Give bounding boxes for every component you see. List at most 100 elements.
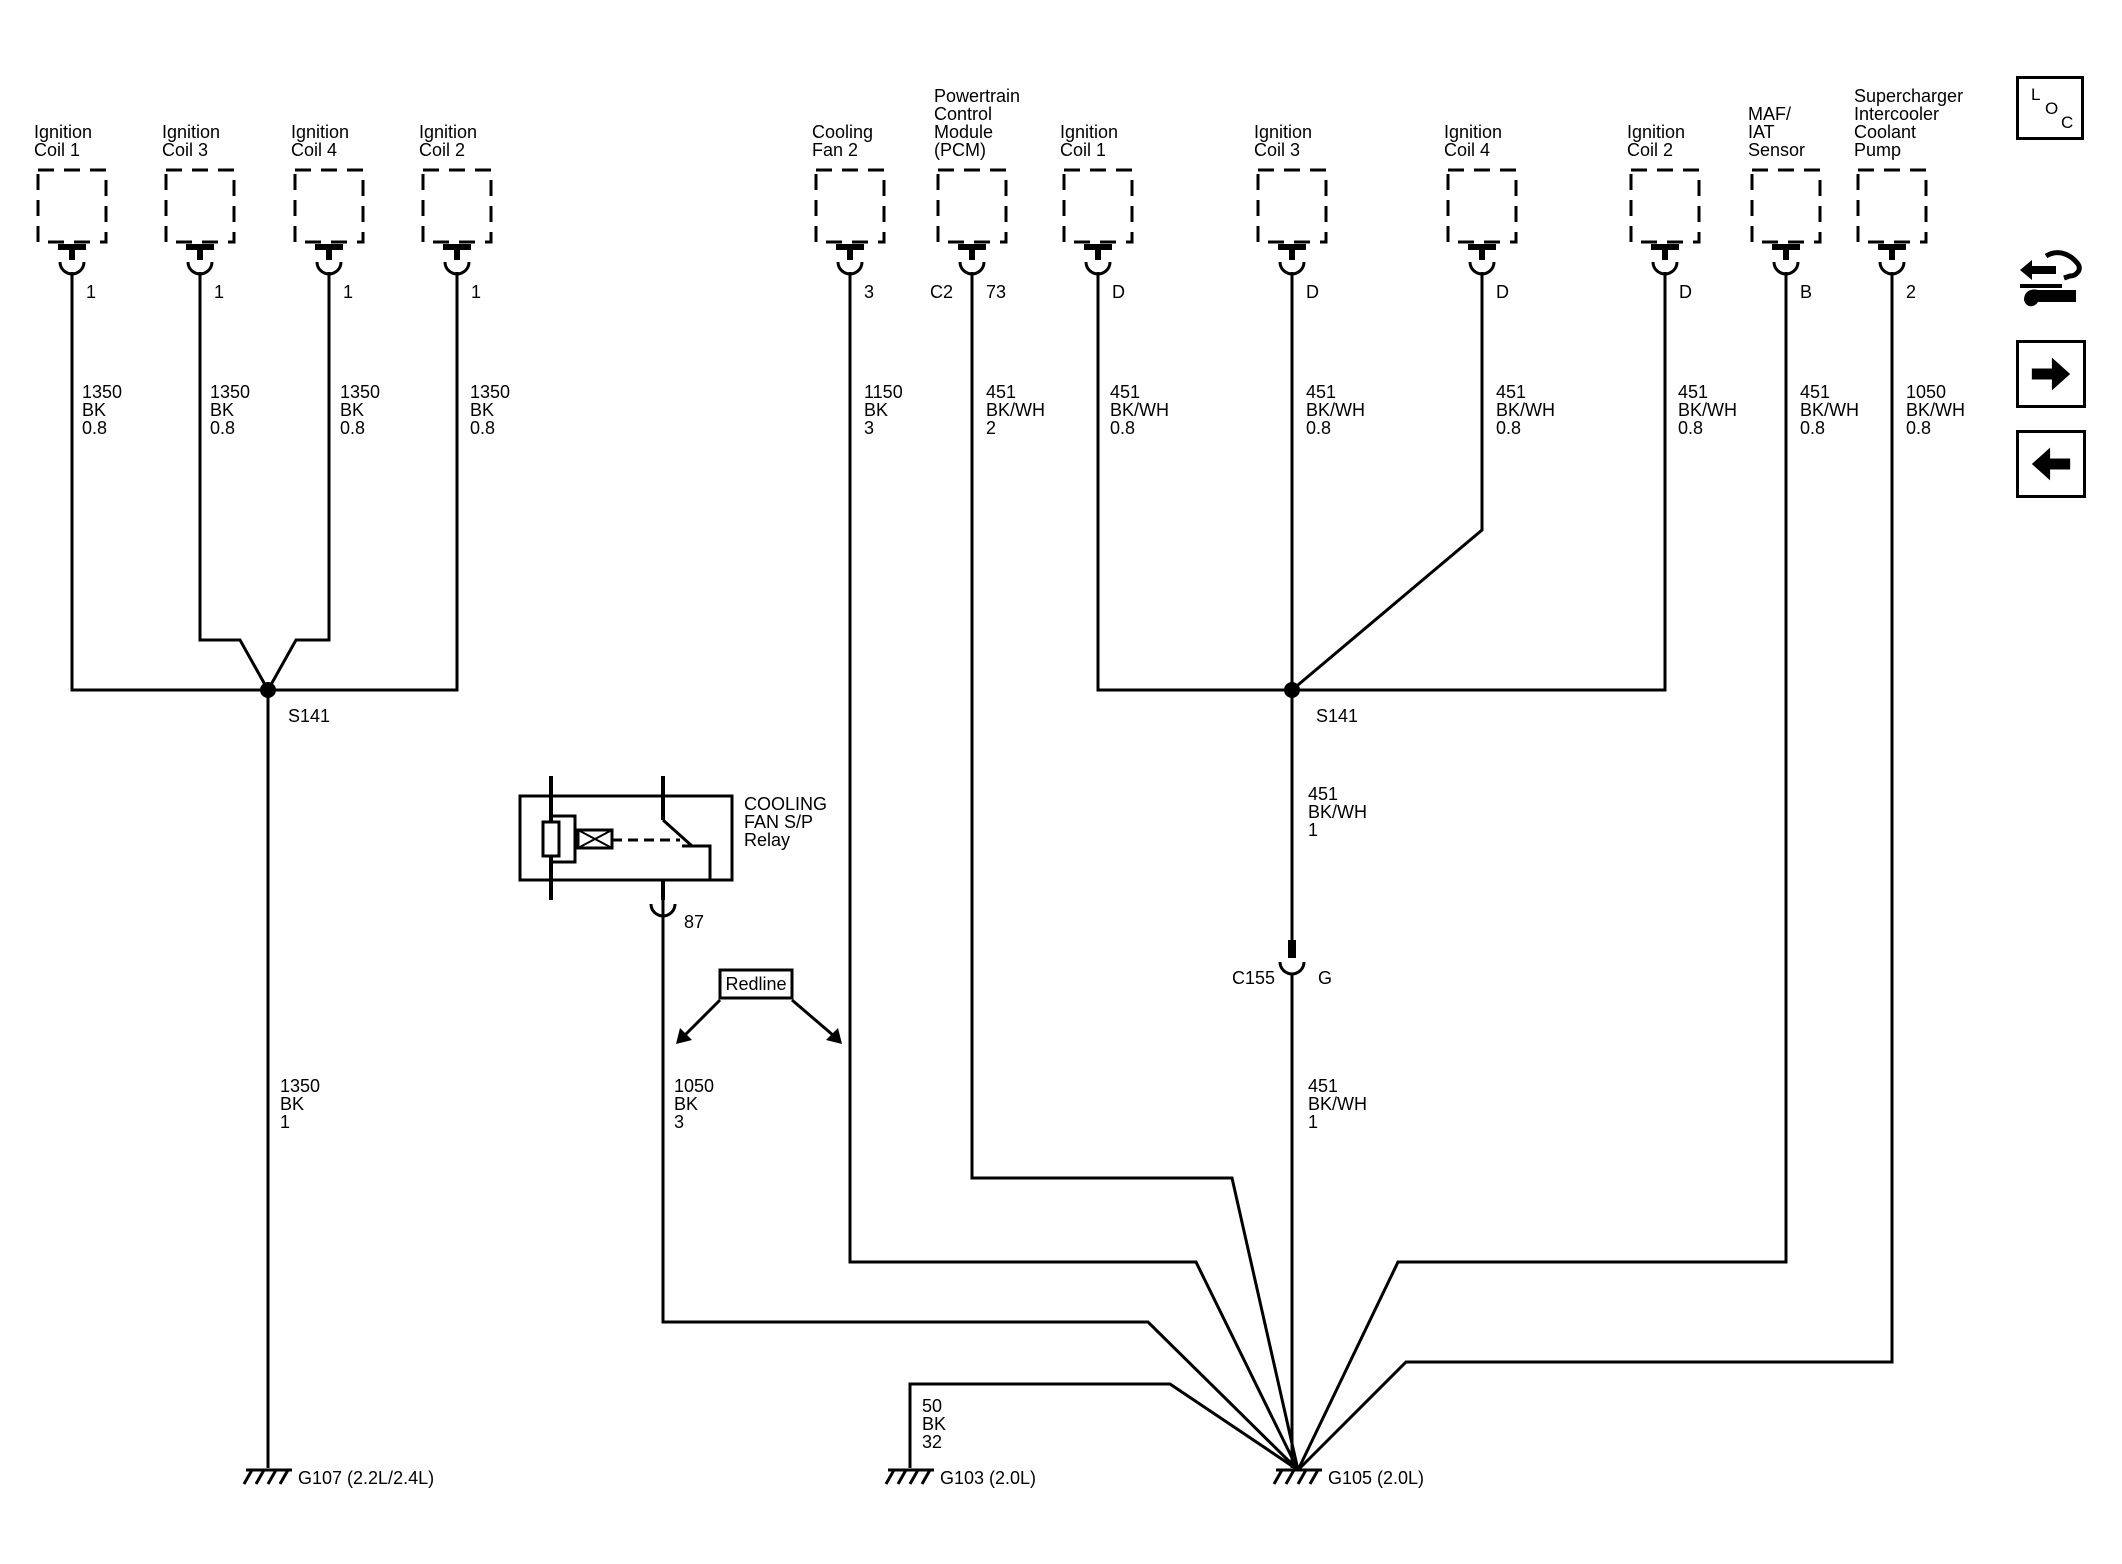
pcm-name-line-3: (PCM) — [934, 140, 986, 160]
left-ign3-name-line-1: Coil 3 — [162, 140, 208, 160]
w-maf-label-line-2: 0.8 — [1800, 418, 1825, 438]
left-ign1-box — [36, 168, 108, 244]
maf-iat-pin: B — [1800, 282, 1812, 302]
w-right-ign4-label-line-2: 0.8 — [1496, 418, 1521, 438]
maf-iat-name-line-0: MAF/ — [1748, 104, 1791, 124]
right-ign3-box — [1256, 168, 1328, 244]
maf-iat-name-line-1: IAT — [1748, 122, 1775, 142]
left-ign4-terminal-stem — [326, 244, 332, 260]
w-right-ign3-label-line-0: 451 — [1306, 382, 1336, 402]
next-button[interactable] — [2016, 340, 2086, 408]
w-g103-label-line-0: 50 — [922, 1396, 942, 1416]
w-right-ign3-label-line-2: 0.8 — [1306, 418, 1331, 438]
right-ign2-name-line-1: Coil 2 — [1627, 140, 1673, 160]
w-right-ign1-label-line-1: BK/WH — [1110, 400, 1169, 420]
left-ign2-name-line-0: Ignition — [419, 122, 477, 142]
left-ign1-connector-cup — [58, 261, 86, 276]
wire-fan2 — [848, 272, 1300, 1471]
right-ign4-pin: D — [1496, 282, 1509, 302]
w-left-ign4-label-line-1: BK — [340, 400, 364, 420]
right-ign3-terminal-stem — [1289, 244, 1295, 260]
relay-box — [518, 794, 734, 882]
redline-label: Redline — [725, 974, 786, 994]
left-ign3-connector-cup — [186, 261, 214, 276]
w-left-ign1-label-line-0: 1350 — [82, 382, 122, 402]
relay-coil-loop — [551, 814, 577, 864]
relay-resistor — [541, 820, 561, 858]
wiring-tool-icon[interactable] — [2016, 248, 2086, 328]
wire-right-ign4 — [1291, 272, 1484, 692]
sc-pump-connector-cup — [1878, 261, 1906, 276]
loc-letter-o: O — [2045, 99, 2059, 118]
left-ign2-box — [421, 168, 493, 244]
maf-iat-terminal-stem — [1783, 244, 1789, 260]
w-right-ign4-label-line-0: 451 — [1496, 382, 1526, 402]
right-ign2-name-line-0: Ignition — [1627, 122, 1685, 142]
relay-name-line-2: Relay — [744, 830, 790, 850]
pcm-connector: C2 — [930, 282, 953, 302]
w-left-ign1-label-line-1: BK — [82, 400, 106, 420]
w-s141-c155-label-line-2: 1 — [1308, 820, 1318, 840]
w-right-ign2-label-line-2: 0.8 — [1678, 418, 1703, 438]
right-ign2-box — [1629, 168, 1701, 244]
relay-cup — [649, 903, 677, 918]
w-g103-label-line-1: BK — [922, 1414, 946, 1434]
ground-g105-symbol-tick-2 — [1296, 1469, 1308, 1485]
ground-g103-symbol-tick-2 — [908, 1469, 920, 1485]
w-left-ign3-label-line-0: 1350 — [210, 382, 250, 402]
sc-pump-component — [1856, 168, 1928, 276]
right-ign3-name-line-1: Coil 3 — [1254, 140, 1300, 160]
pcm-terminal-stem — [969, 244, 975, 260]
ground-g105-symbol-tick-1 — [1284, 1469, 1296, 1485]
prev-button[interactable] — [2016, 430, 2086, 498]
wire-left-ign3 — [198, 272, 270, 691]
sc-pump-name-line-2: Coolant — [1854, 122, 1916, 142]
relay-pin: 87 — [684, 912, 704, 932]
pcm-box — [936, 168, 1008, 244]
left-ign3-component — [164, 168, 236, 276]
w-left-ign3-label-line-1: BK — [210, 400, 234, 420]
loc-button[interactable]: L O C — [2016, 76, 2084, 140]
left-ign2-pin: 1 — [471, 282, 481, 302]
left-ign1-name-line-1: Coil 1 — [34, 140, 80, 160]
ground-g107-label: G107 (2.2L/2.4L) — [298, 1468, 434, 1488]
redline-box — [718, 968, 794, 1000]
w-right-ign4-label-line-1: BK/WH — [1496, 400, 1555, 420]
arrow-left-icon — [2031, 447, 2071, 481]
ground-g105-symbol — [1272, 1468, 1322, 1485]
ground-g107-symbol-tick-0 — [242, 1469, 254, 1485]
right-ign4-name-line-0: Ignition — [1444, 122, 1502, 142]
w-g107-label-line-0: 1350 — [280, 1076, 320, 1096]
w-fan2-label-line-0: 1150 — [864, 382, 903, 402]
cooling-fan2-connector-cup — [836, 261, 864, 276]
w-right-ign3-label-line-1: BK/WH — [1306, 400, 1365, 420]
redline-arrow-right — [791, 998, 835, 1038]
ground-g103-symbol — [884, 1468, 934, 1485]
cooling-fan2-pin: 3 — [864, 282, 874, 302]
cooling-fan2-box — [814, 168, 886, 244]
left-ign3-box — [164, 168, 236, 244]
sc-pump-name-line-3: Pump — [1854, 140, 1901, 160]
wire-left-ign4 — [266, 272, 331, 691]
ground-g103-symbol-tick-0 — [884, 1469, 896, 1485]
right-ign2-component — [1629, 168, 1701, 276]
cooling-fan2-name-line-1: Fan 2 — [812, 140, 858, 160]
cooling-fan2-name-line-0: Cooling — [812, 122, 873, 142]
w-pump-label-line-2: 0.8 — [1906, 418, 1931, 438]
right-ign4-name-line-1: Coil 4 — [1444, 140, 1490, 160]
left-ign3-pin: 1 — [214, 282, 224, 302]
maf-iat-component — [1750, 168, 1822, 276]
c155-pin — [1288, 940, 1296, 958]
c155-pin-label: G — [1318, 968, 1332, 988]
c155-label: C155 — [1232, 968, 1275, 988]
w-left-ign3-label-line-2: 0.8 — [210, 418, 235, 438]
pcm-name-line-0: Powertrain — [934, 86, 1020, 106]
pcm-name-line-1: Control — [934, 104, 992, 124]
right-ign3-component — [1256, 168, 1328, 276]
cooling-fan2-component — [814, 168, 886, 276]
ground-g105-symbol-tick-3 — [1308, 1469, 1320, 1485]
w-c155-g105-label-line-1: BK/WH — [1308, 1094, 1367, 1114]
left-ign4-pin: 1 — [343, 282, 353, 302]
